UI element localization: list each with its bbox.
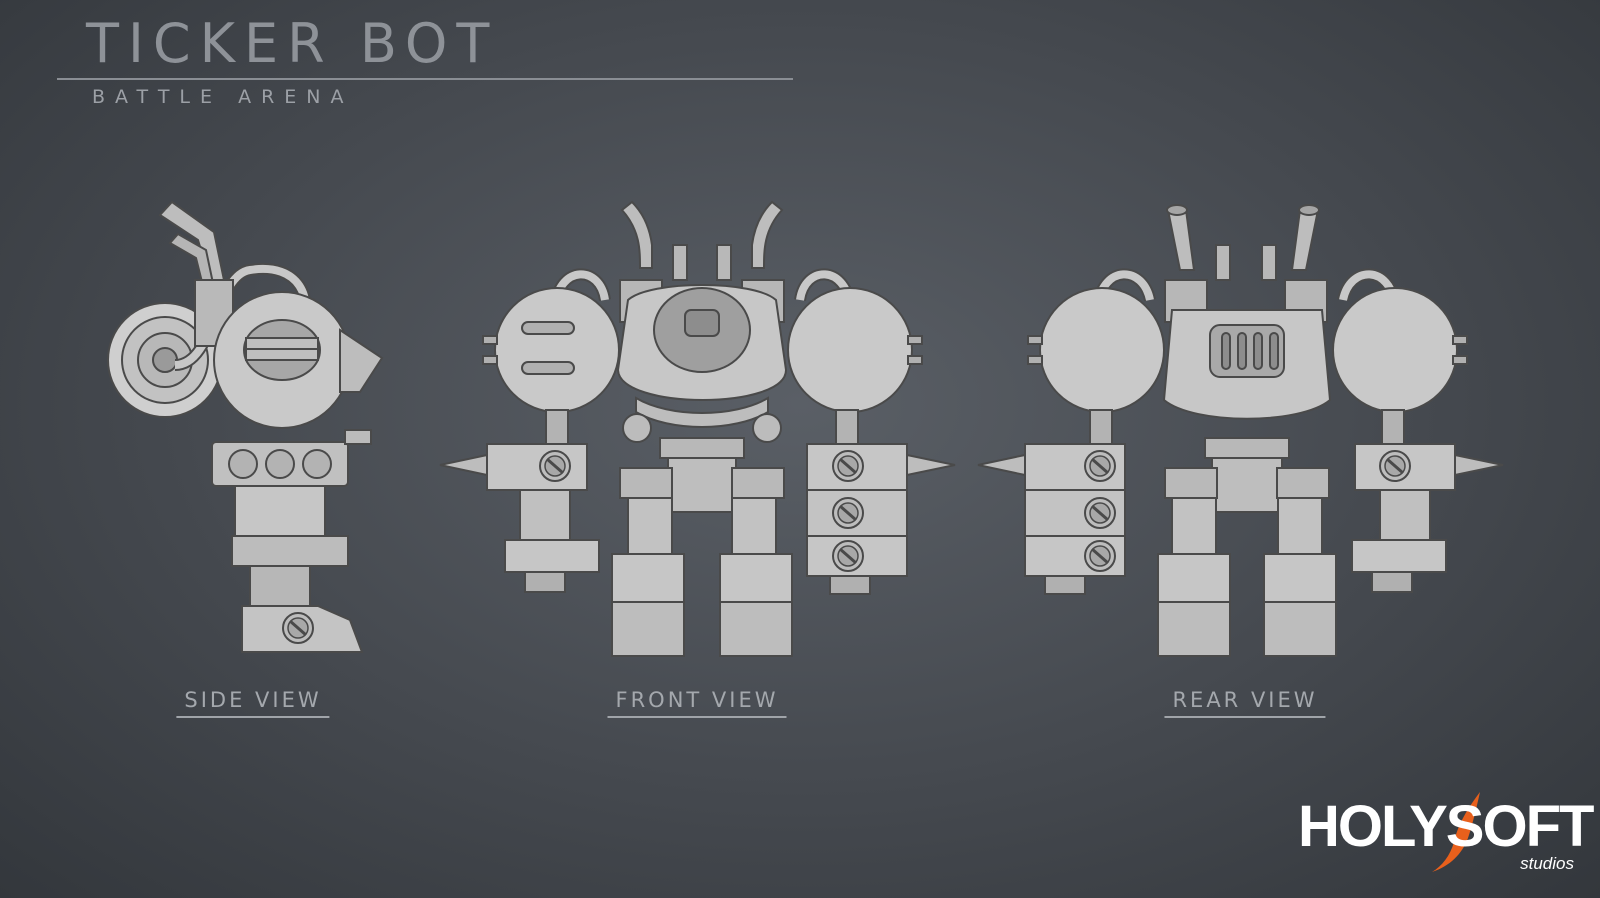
side-view-label: SIDE VIEW	[176, 688, 330, 718]
page-title: TICKER BOT	[86, 12, 499, 75]
logo-tagline: studios	[1520, 854, 1574, 873]
rear-view-label: REAR VIEW	[1164, 688, 1326, 718]
logo-wordmark: HOLYSOFT	[1298, 794, 1594, 859]
front-view-robot	[439, 200, 956, 657]
title-divider	[57, 78, 793, 80]
page-subtitle: BATTLE ARENA	[92, 86, 354, 108]
rear-view-robot	[977, 204, 1504, 657]
front-view-label: FRONT VIEW	[607, 688, 787, 718]
side-view-robot	[107, 200, 384, 653]
flame-icon	[1432, 792, 1480, 872]
holysoft-logo: HOLYSOFT studios	[1298, 792, 1594, 874]
